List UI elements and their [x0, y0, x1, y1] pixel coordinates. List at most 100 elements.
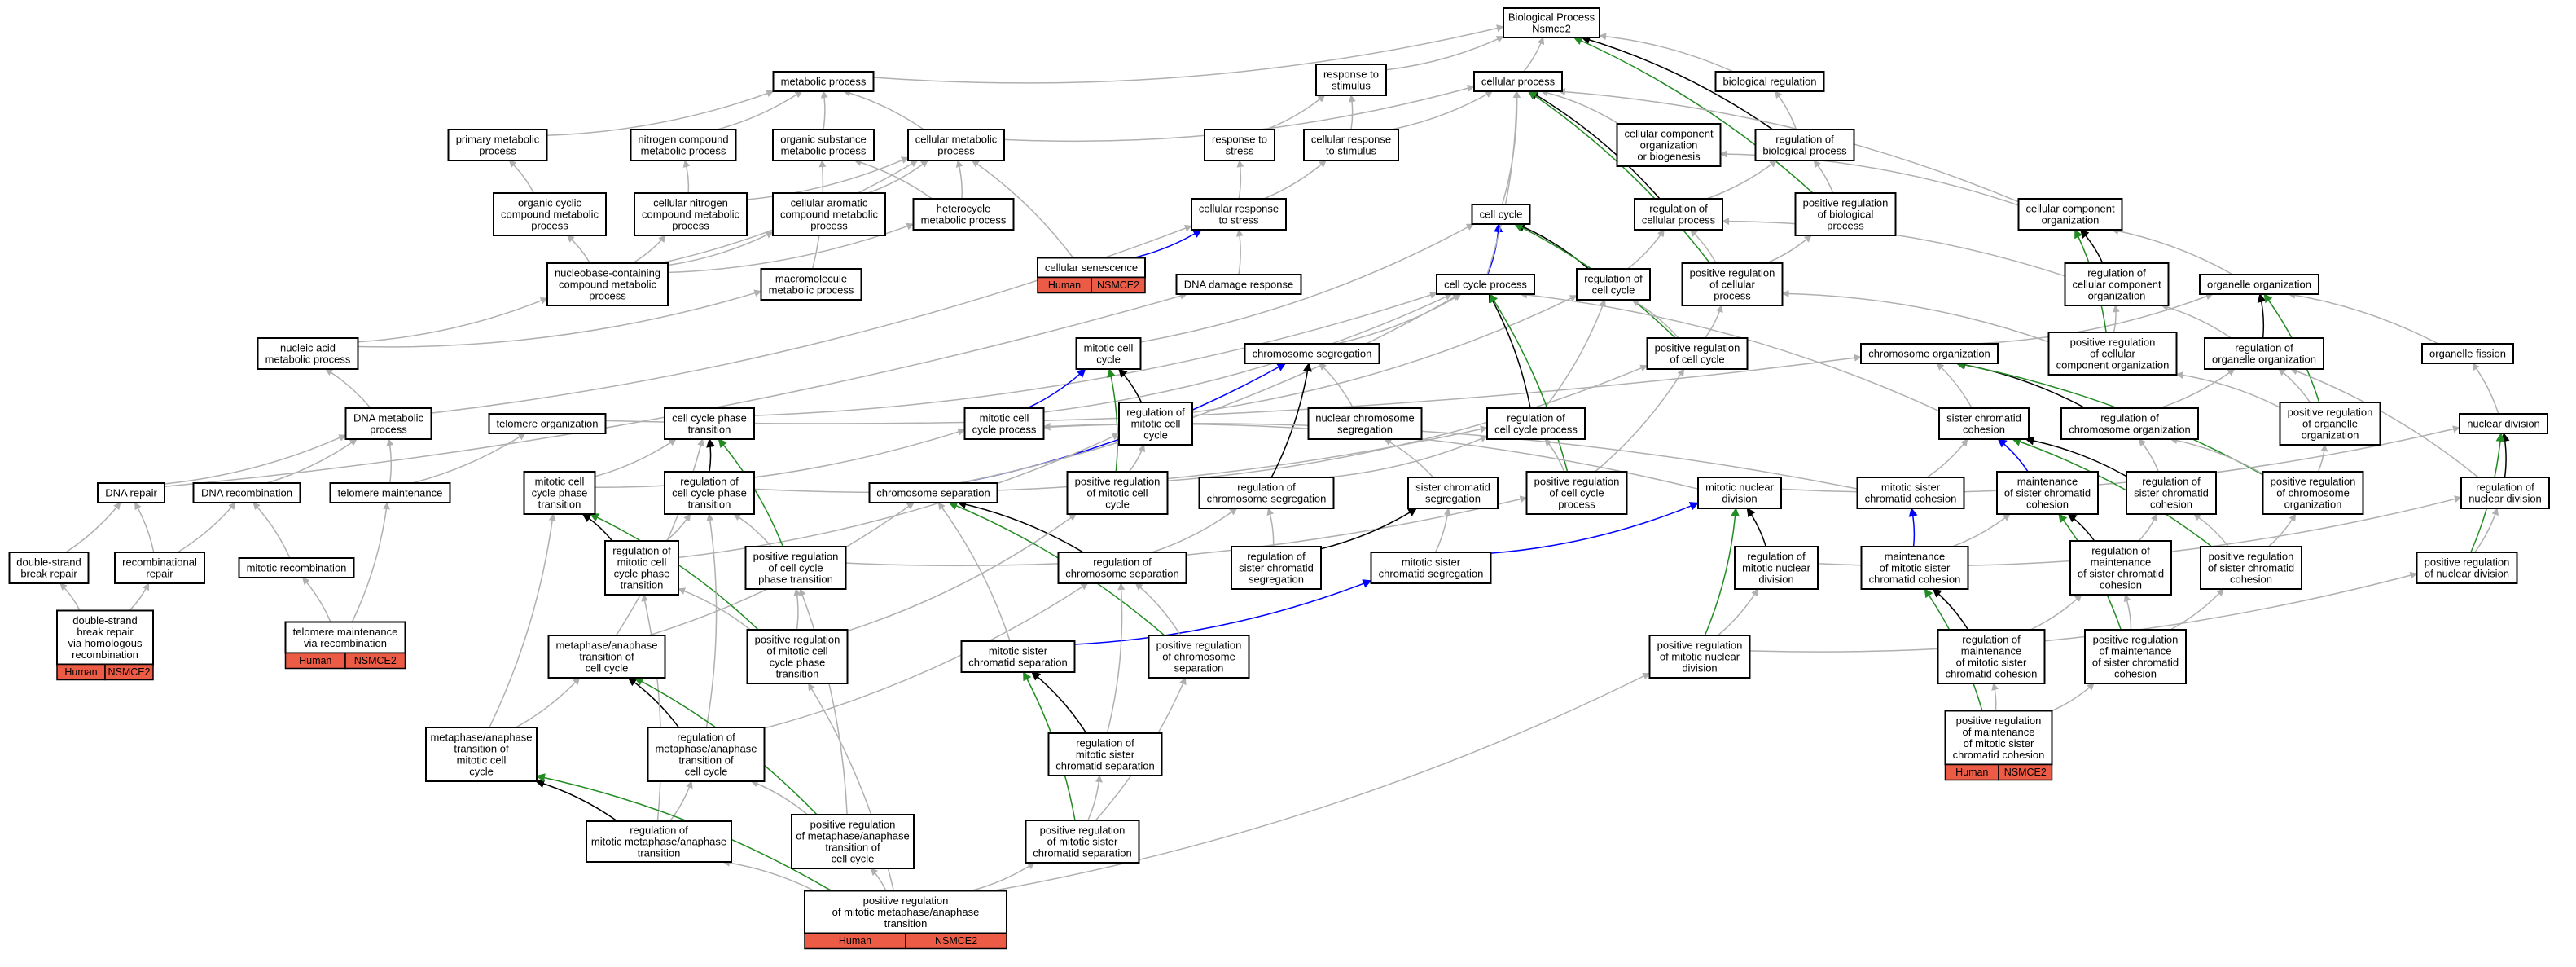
- go-term-node-telomere-org[interactable]: telomere organization: [488, 413, 607, 434]
- go-term-node-mitotic-recomb[interactable]: mitotic recombination: [238, 557, 355, 578]
- go-term-node-reg-meta-ana-cc[interactable]: regulation ofmetaphase/anaphasetransitio…: [647, 727, 766, 782]
- edge-ds-break-to-dna-repair: [65, 502, 121, 553]
- go-term-node-dna-repair[interactable]: DNA repair: [97, 482, 165, 503]
- go-term-node-dna-recomb[interactable]: DNA recombination: [192, 482, 301, 503]
- go-term-node-chrom-seg[interactable]: chromosome segregation: [1244, 343, 1380, 364]
- go-term-node-bio-reg[interactable]: biological regulation: [1714, 71, 1825, 92]
- node-label-line: of cell cycle: [1670, 354, 1724, 366]
- go-term-node-organelle-org[interactable]: organelle organization: [2199, 274, 2319, 295]
- node-label-line: chromosome organization: [1868, 348, 1990, 360]
- node-label-line: chromatid separation: [1033, 847, 1131, 859]
- go-term-node-telomere-maint[interactable]: telomere maintenance: [329, 482, 451, 503]
- go-term-node-cell-proc[interactable]: cellular process: [1473, 71, 1563, 92]
- go-term-node-cc-process[interactable]: cell cycle process: [1436, 274, 1535, 295]
- go-term-node-chrom-sep[interactable]: chromosome separation: [868, 482, 998, 503]
- go-term-node-nuclear-div[interactable]: nuclear division: [2459, 413, 2548, 434]
- go-term-node-metabolic[interactable]: metabolic process: [772, 71, 875, 92]
- go-term-node-cell-cycle[interactable]: cell cycle: [1471, 204, 1531, 225]
- go-term-node-dna-damage[interactable]: DNA damage response: [1175, 274, 1302, 295]
- go-term-node-organelle-fission[interactable]: organelle fission: [2421, 343, 2514, 364]
- go-term-node-chrom-org[interactable]: chromosome organization: [1860, 343, 1999, 364]
